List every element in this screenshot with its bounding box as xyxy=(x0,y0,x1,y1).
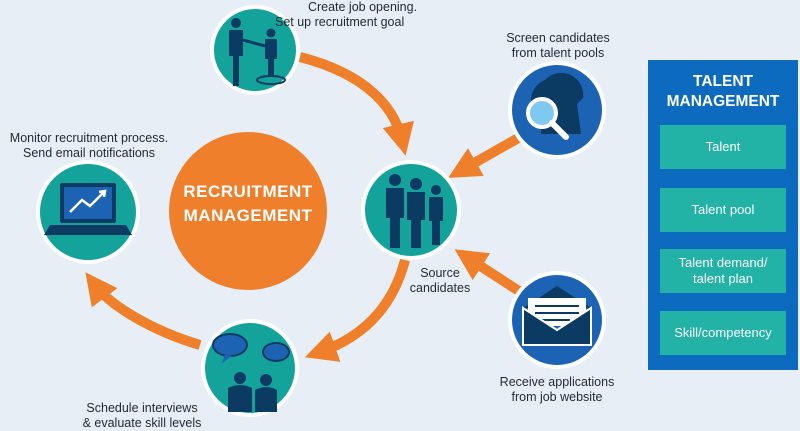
source-node xyxy=(361,160,461,260)
chat-people-icon xyxy=(212,333,290,412)
magnifier-person-icon xyxy=(526,72,584,140)
monitor-line1: Monitor recruitment process. xyxy=(9,131,169,145)
center-title-line2: MANAGEMENT xyxy=(183,206,313,225)
arrow-schedule-to-monitor xyxy=(85,272,202,350)
panel-title-line1: TALENT xyxy=(693,73,753,90)
create-job-line1: Create job opening. xyxy=(307,0,418,14)
arrow-receive-to-source xyxy=(454,249,525,298)
source-line2: candidates xyxy=(409,281,471,295)
talent-management-panel: TALENT MANAGEMENT Talent Talent pool Tal… xyxy=(648,60,798,370)
schedule-label: Schedule interviews & evaluate skill lev… xyxy=(72,401,212,431)
envelope-icon xyxy=(522,286,592,346)
monitor-line2: Send email notifications xyxy=(22,146,156,160)
schedule-line1: Schedule interviews xyxy=(86,401,198,415)
panel-item-talent: Talent xyxy=(660,125,786,169)
schedule-line2: & evaluate skill levels xyxy=(82,416,202,430)
schedule-node xyxy=(201,319,299,417)
receive-line1: Receive applications xyxy=(499,375,615,389)
panel-item-label: talent plan xyxy=(693,271,753,286)
create-job-node xyxy=(210,5,300,95)
panel-item-label: Talent pool xyxy=(691,202,755,217)
panel-item-label: Talent xyxy=(705,139,741,154)
panel-item-label: Skill/competency xyxy=(674,325,772,340)
panel-title-line2: MANAGEMENT xyxy=(666,93,780,110)
panel-item-talent-demand: Talent demand/ talent plan xyxy=(660,249,786,293)
arrow-source-to-schedule xyxy=(304,258,410,362)
monitor-node xyxy=(36,160,140,264)
create-job-label: Create job opening. Set up recruitment g… xyxy=(275,0,450,30)
group-people-icon xyxy=(386,174,443,248)
receive-label: Receive applications from job website xyxy=(487,375,627,405)
panel-item-talent-pool: Talent pool xyxy=(660,188,786,232)
create-job-line2: Set up recruitment goal xyxy=(275,15,405,29)
panel-item-skill: Skill/competency xyxy=(660,311,786,355)
screen-line1: Screen candidates xyxy=(506,31,610,45)
panel-title: TALENT MANAGEMENT xyxy=(648,72,798,112)
center-circle xyxy=(169,132,327,290)
center-title: RECRUITMENT MANAGEMENT xyxy=(168,180,328,228)
laptop-chart-icon xyxy=(44,183,132,235)
arrow-create-to-source xyxy=(298,52,414,156)
monitor-label: Monitor recruitment process. Send email … xyxy=(0,131,178,161)
panel-item-label: Talent demand/ xyxy=(678,255,768,270)
source-line1: Source xyxy=(420,266,460,280)
screen-node xyxy=(508,61,606,159)
source-label: Source candidates xyxy=(395,266,485,296)
receive-node xyxy=(508,271,606,369)
center-title-line1: RECRUITMENT xyxy=(183,182,313,201)
receive-line2: from job website xyxy=(511,390,603,404)
screen-line2: from talent pools xyxy=(511,46,605,60)
arrow-screen-to-source xyxy=(448,132,523,178)
handshake-icon xyxy=(229,18,286,86)
screen-label: Screen candidates from talent pools xyxy=(488,31,628,61)
